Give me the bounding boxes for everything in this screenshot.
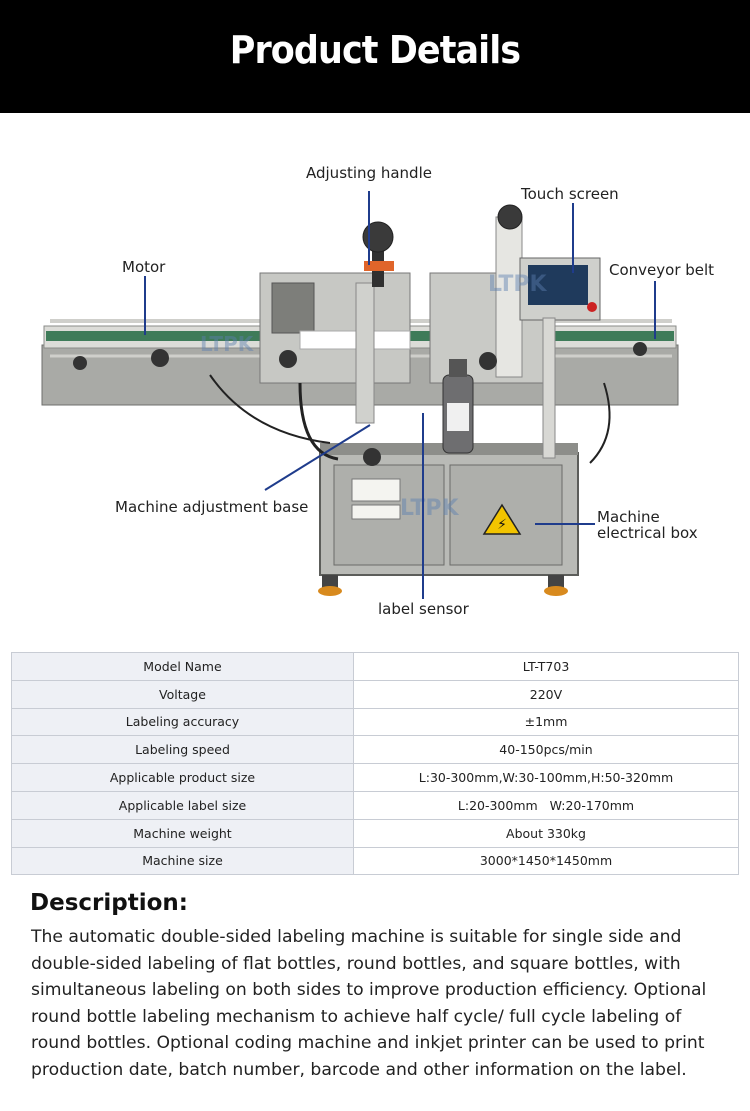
spec-value: 3000*1450*1450mm [353, 846, 739, 876]
callout-conveyor-belt: Conveyor belt [609, 261, 715, 279]
spec-name: Labeling speed [11, 735, 354, 765]
hazard-sign-icon [482, 503, 522, 535]
watermark-center: LTPK [400, 496, 460, 521]
spec-value: About 330kg [353, 818, 739, 848]
spec-name: Applicable product size [11, 763, 354, 792]
spec-name: Applicable label size [11, 790, 354, 820]
callout-label-sensor: label sensor [378, 600, 469, 618]
leader-adjustment-base [264, 424, 371, 491]
header-banner: Product Details [0, 0, 750, 113]
callout-touch-screen: Touch screen [521, 185, 619, 203]
spec-value: L:30-300mm,W:30-100mm,H:50-320mm [353, 763, 739, 792]
spec-value: ±1mm [353, 707, 739, 737]
callout-electrical-box-line1: Machine [597, 508, 660, 526]
spec-name: Model Name [11, 652, 354, 681]
spec-name: Machine size [11, 846, 354, 876]
spec-value: L:20-300mm W:20-170mm [353, 790, 739, 820]
motor-unit [271, 282, 315, 334]
spec-value: LT-T703 [353, 652, 739, 681]
callout-motor: Motor [122, 258, 166, 276]
callout-machine-adjustment-base: Machine adjustment base [115, 498, 309, 516]
spec-name: Labeling accuracy [11, 707, 354, 737]
svg-text:⚡: ⚡ [497, 517, 507, 533]
description-body: The automatic double-sided labeling mach… [31, 927, 707, 1080]
callout-adjusting-handle: Adjusting handle [306, 164, 432, 182]
adjusting-handle-wheel [362, 221, 394, 253]
spec-value: 40-150pcs/min [353, 735, 739, 765]
description-title: Description: [30, 890, 188, 916]
callout-electrical-box-line2: electrical box [597, 524, 698, 542]
machine-photo: ⚡ [0, 113, 750, 633]
table-row: Labeling accuracy±1mm [11, 707, 739, 737]
watermark-top: LTPK [488, 272, 548, 297]
spec-value: 220V [353, 679, 739, 709]
callout-electrical-box: Machine electrical box [597, 509, 698, 541]
watermark-left: LTPK [200, 332, 255, 356]
labeling-machine-illustration: ⚡ [41, 191, 679, 599]
spec-name: Machine weight [11, 818, 354, 848]
page-title: Product Details [229, 28, 521, 72]
spec-name: Voltage [11, 679, 354, 709]
